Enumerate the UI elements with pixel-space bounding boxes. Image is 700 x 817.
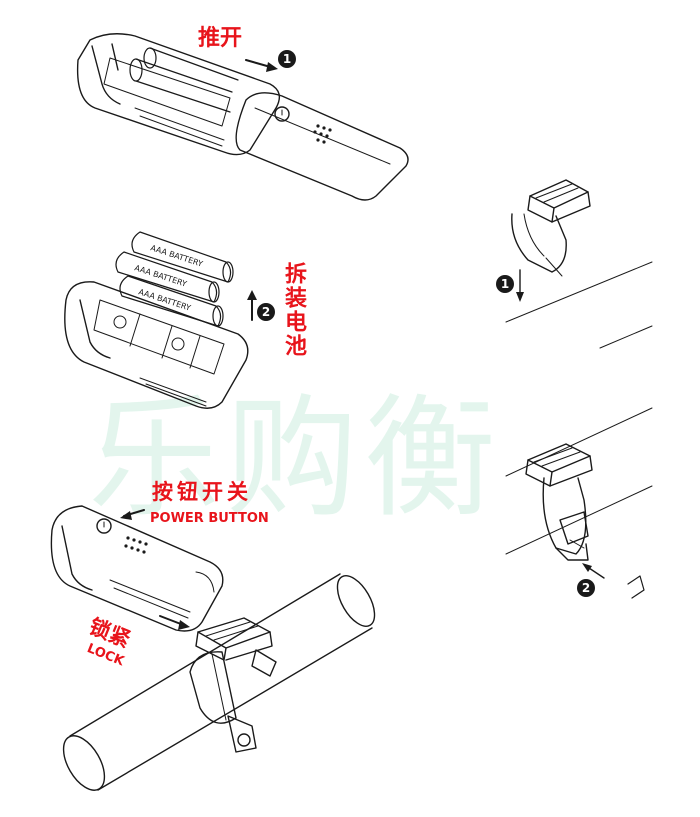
battery-label-1: AAA BATTERY (149, 243, 204, 268)
step-marker-mount-2: 2 (577, 579, 595, 597)
push-open-label: 推开 (198, 26, 243, 51)
battery-removal-label: 拆装电池 (281, 262, 306, 358)
step-marker-mount-1: 1 (496, 275, 514, 293)
bracket-drawing (505, 179, 653, 349)
light-open-cover-drawing (76, 33, 409, 201)
light-mount-lock-drawing (50, 505, 376, 791)
bracket-on-tube-drawing (505, 407, 653, 599)
step-marker-battery: 2 (257, 303, 275, 321)
watermark-text: 乐购衡 (88, 382, 502, 536)
step-marker-push: 1 (278, 50, 296, 68)
light-battery-removal-drawing: AAA BATTERY AAA BATTERY AAA BATTERY (64, 231, 257, 409)
button-switch-label: 按钮开关 (152, 480, 252, 504)
power-button-label: POWER BUTTON (150, 511, 269, 526)
